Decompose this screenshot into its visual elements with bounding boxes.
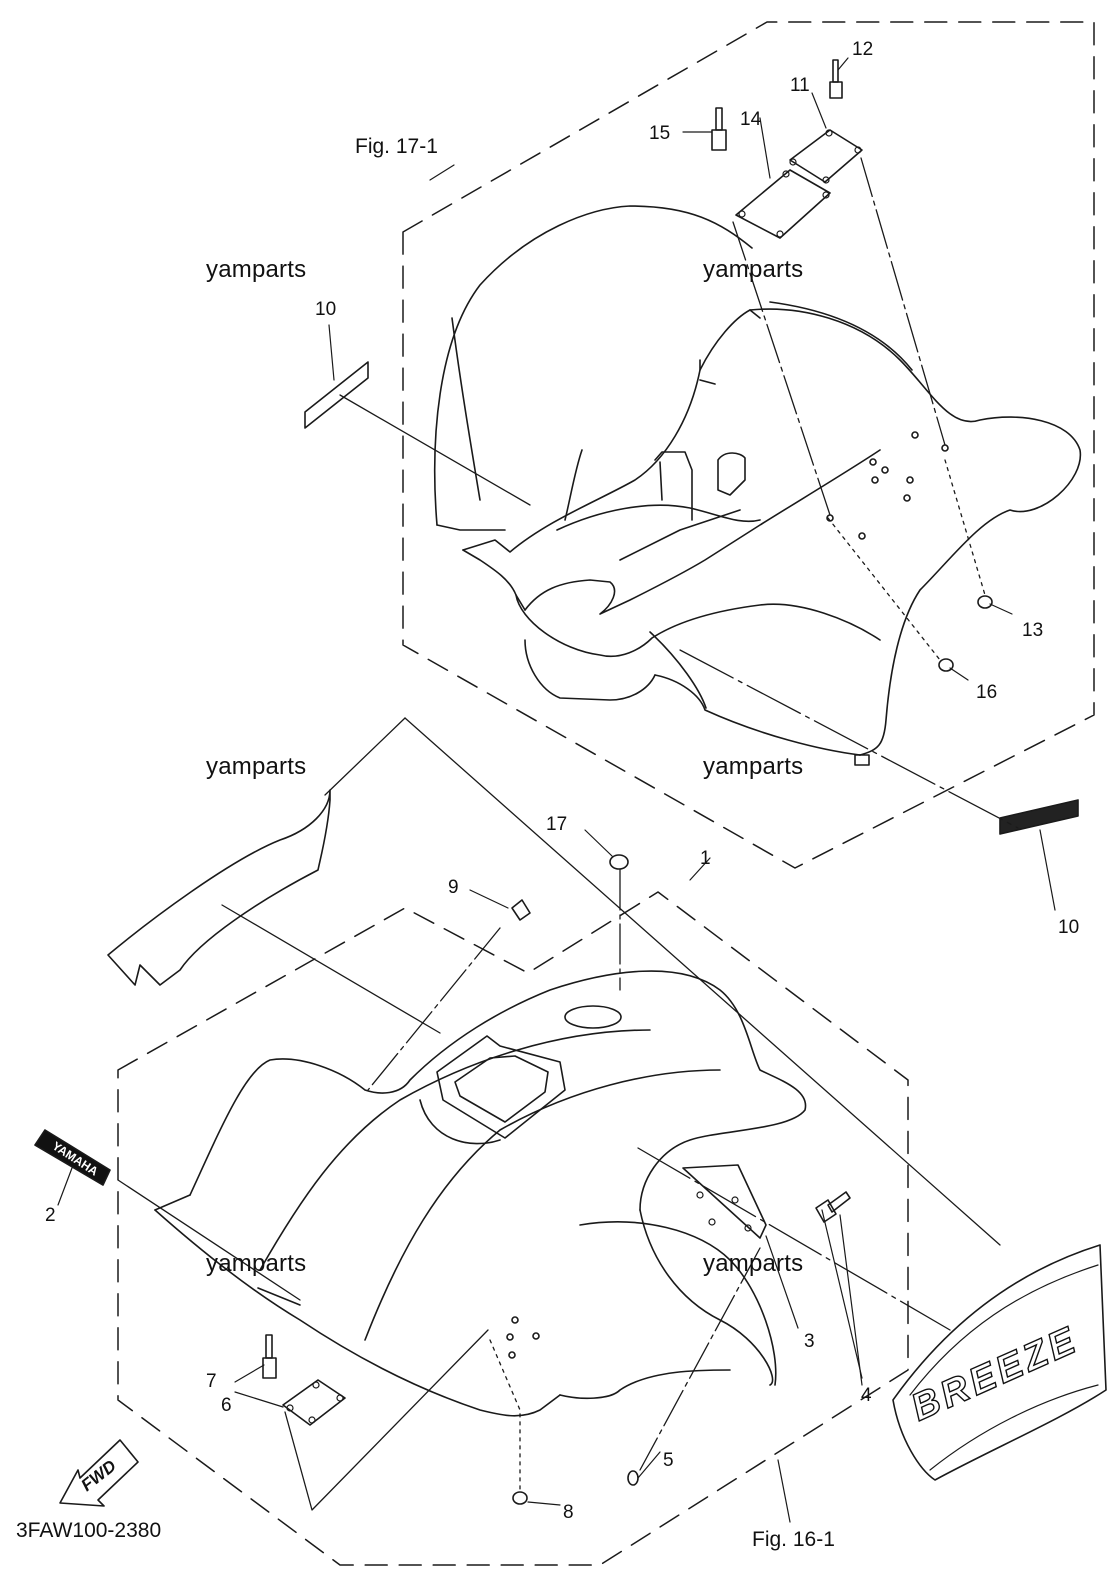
diagram-code: 3FAW100-2380 — [16, 1519, 162, 1542]
plate-3 — [682, 1164, 767, 1239]
fig-16-1-group-outline — [117, 891, 909, 1566]
callout-11: 11 — [790, 75, 810, 96]
watermark-text: yamparts — [206, 1250, 307, 1277]
front-fender — [154, 970, 807, 1417]
callout-2: 2 — [45, 1205, 56, 1226]
fig-17-1-group-outline — [402, 21, 1095, 869]
figure-caption-bottom: Fig. 16-1 — [752, 1528, 835, 1551]
cap-17 — [609, 854, 629, 870]
rivet-7 — [262, 1334, 277, 1379]
rivet-15 — [711, 107, 727, 151]
watermark-text: yamparts — [703, 753, 804, 780]
callout-15: 15 — [649, 123, 671, 144]
rivet-12 — [829, 59, 843, 99]
fwd-arrow — [59, 1439, 139, 1507]
watermark-text: yamparts — [206, 753, 307, 780]
nut-16 — [938, 658, 954, 672]
callout-16: 16 — [976, 682, 998, 703]
rivet-4 — [815, 1191, 851, 1223]
fender-flap — [107, 789, 331, 986]
callout-10-right: 10 — [1058, 917, 1080, 938]
fwd-text: FWD — [78, 1456, 120, 1495]
callout-9: 9 — [448, 877, 459, 898]
yamaha-decal-shape — [34, 1129, 111, 1186]
callout-13: 13 — [1022, 620, 1044, 641]
plate-11 — [789, 129, 863, 183]
callout-4: 4 — [861, 1385, 872, 1406]
callout-10-top: 10 — [315, 299, 337, 320]
side-decal-strip — [304, 361, 369, 429]
rear-fender — [433, 205, 1082, 766]
callout-3: 3 — [804, 1331, 815, 1352]
callout-7: 7 — [206, 1371, 217, 1392]
callout-12: 12 — [852, 39, 874, 60]
callout-8: 8 — [563, 1502, 574, 1523]
watermark-text: yamparts — [703, 256, 804, 283]
callout-6: 6 — [221, 1395, 232, 1416]
watermark-text: yamparts — [703, 1250, 804, 1277]
nut-5 — [627, 1470, 639, 1486]
label-9 — [511, 899, 531, 921]
callout-17: 17 — [546, 814, 568, 835]
nut-13 — [977, 595, 993, 609]
watermark-text: yamparts — [206, 256, 307, 283]
callout-5: 5 — [663, 1450, 674, 1471]
breeze-decal-shape — [892, 1244, 1107, 1481]
figure-caption-top: Fig. 17-1 — [355, 135, 438, 158]
plate-6 — [282, 1379, 346, 1426]
side-decal-emblem — [999, 799, 1079, 835]
plate-14 — [735, 169, 831, 239]
callout-1: 1 — [700, 848, 711, 869]
nut-8 — [512, 1491, 528, 1505]
breeze-decal-text: BREEZE — [905, 1319, 1085, 1430]
callout-14: 14 — [740, 109, 762, 130]
